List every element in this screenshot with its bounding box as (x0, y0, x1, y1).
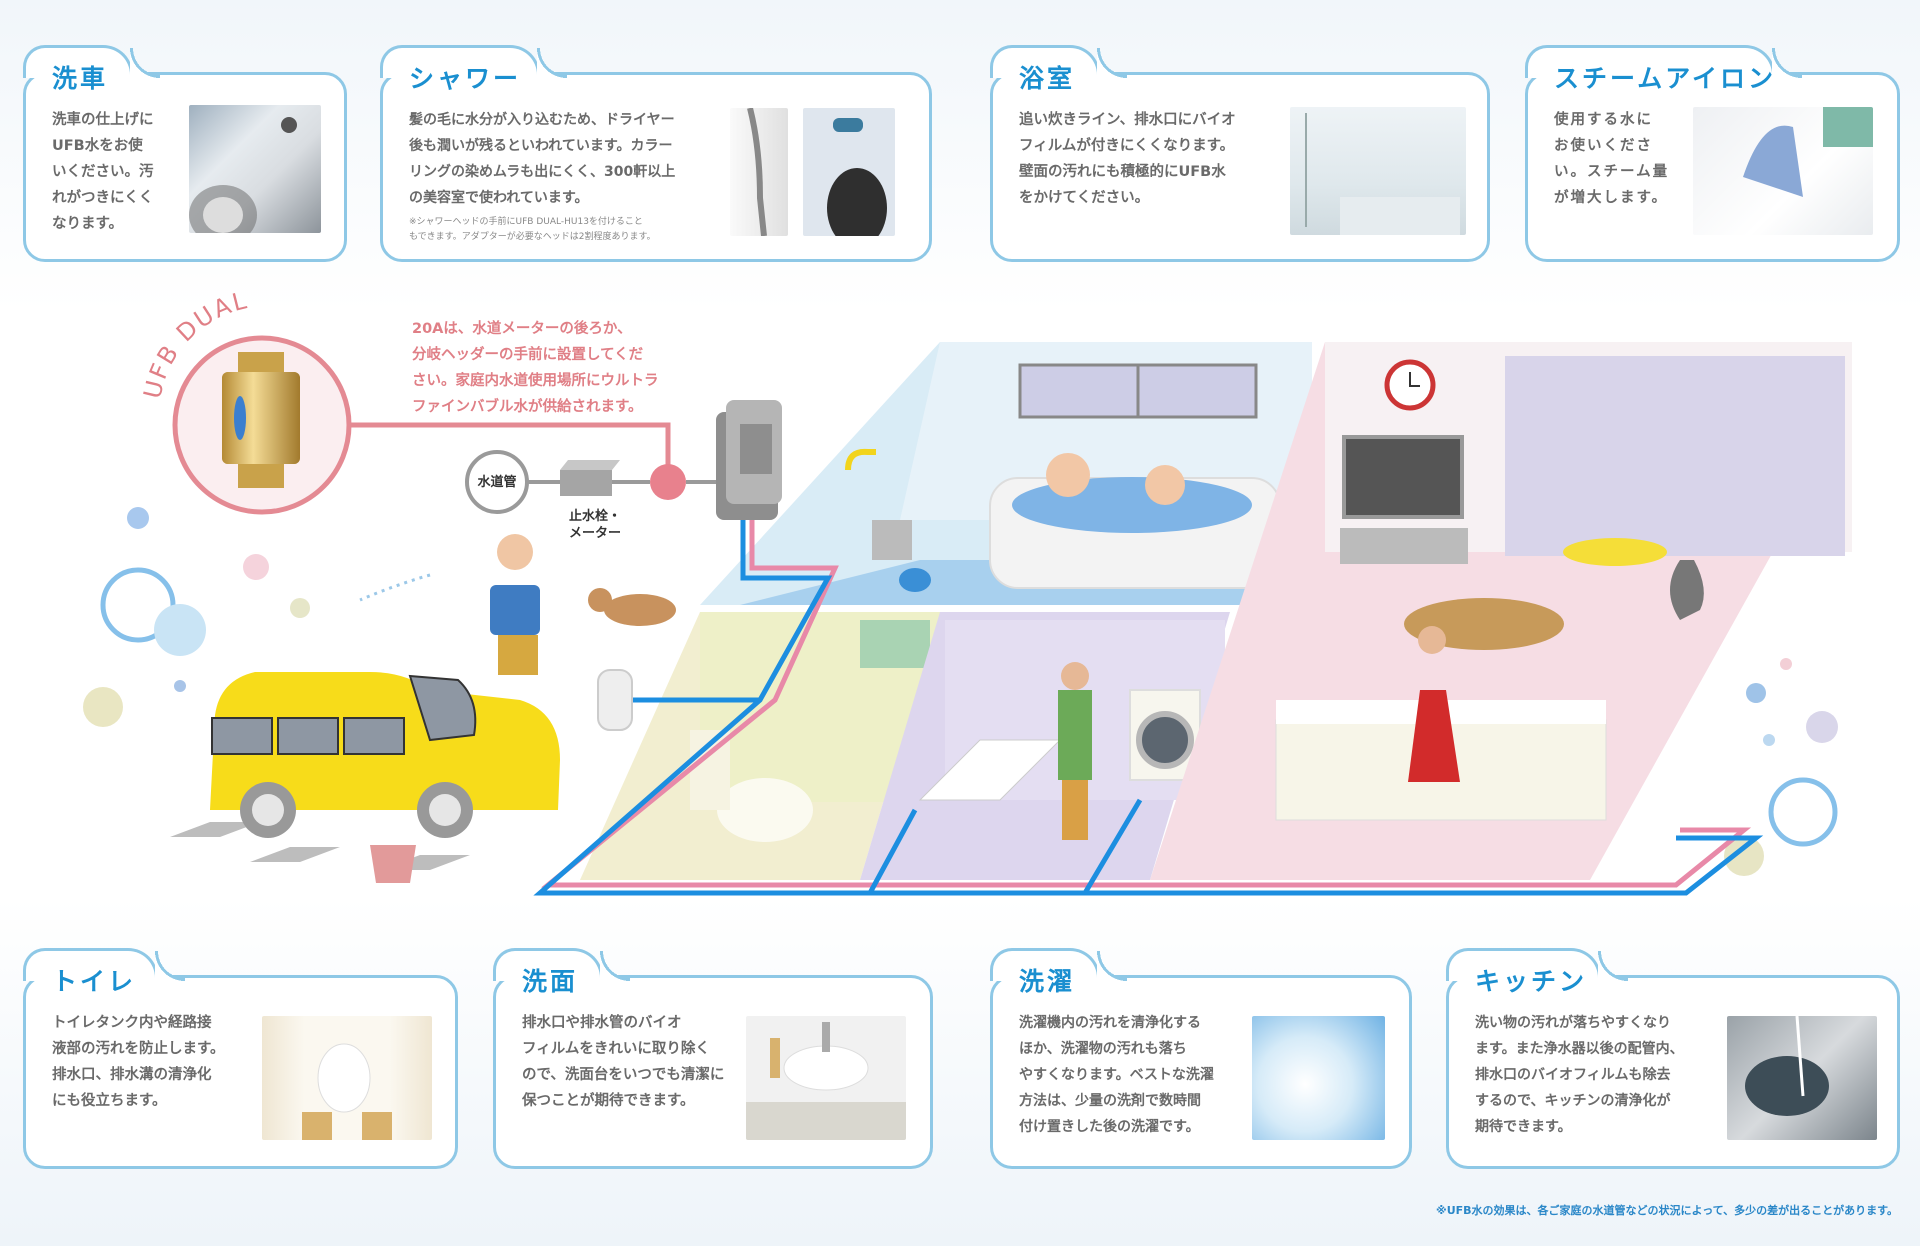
laundry-photo (1252, 1016, 1385, 1140)
card-title: キッチン (1475, 967, 1588, 996)
shower-hair-photo (803, 108, 895, 236)
card-toilet: トイレ トイレタンク内や経路接 液部の汚れを防止します。 排水口、排水溝の清浄化… (23, 948, 458, 1169)
car-wash-scene (170, 534, 676, 883)
card-bathroom: 浴室 追い炊きライン、排水口にバイオ フィルムが付きにくくなります。 壁面の汚れ… (990, 45, 1490, 262)
bathroom-floor (700, 342, 1312, 605)
card-title: トイレ (52, 967, 137, 996)
shower-hose-photo (730, 108, 788, 236)
card-description: 排水口や排水管のバイオ フィルムをきれいに取り除く ので、洗面台をいつでも清潔に… (522, 1015, 725, 1109)
card-title: 洗濯 (1019, 967, 1076, 996)
card-description: 追い炊きライン、排水口にバイオ フィルムが付きにくくなります。 壁面の汚れにも積… (1019, 112, 1236, 206)
card-title: 洗車 (52, 64, 109, 93)
water-pipe-label: 水道管 (477, 475, 517, 490)
toilet-photo (262, 1016, 432, 1140)
pipe-lines (533, 520, 1764, 896)
card-laundry: 洗濯 洗濯機内の汚れを清浄化する ほか、洗濯物の汚れも落ち やすくなります。ベス… (990, 948, 1412, 1169)
card-steam-iron: スチームアイロン 使用する水に お使いくださ い。スチーム量 が増大します。 (1525, 45, 1900, 262)
card-description: 髪の毛に水分が入り込むため、ドライヤー 後も潤いが残るといわれています。カラー … (409, 112, 676, 206)
card-tab (493, 948, 630, 981)
car-wash-photo (189, 105, 321, 233)
product-description: 20Aは、水道メーターの後ろか、 分岐ヘッダーの手前に設置してくだ さい。家庭内… (412, 321, 659, 415)
card-car-wash: 洗車 洗車の仕上げに UFB水をお使 いください。汚 れがつきにくく なります。 (23, 45, 347, 262)
living-kitchen (1150, 342, 1852, 880)
card-description: 洗車の仕上げに UFB水をお使 いください。汚 れがつきにくく なります。 (52, 112, 154, 232)
stop-valve-meter-label: 止水栓・ メーター (568, 509, 621, 541)
card-title: 浴室 (1019, 64, 1076, 93)
card-tab (23, 45, 160, 78)
card-tab (1446, 948, 1628, 981)
product-name: UFB DUAL (140, 290, 249, 400)
card-shower: シャワー 髪の毛に水分が入り込むため、ドライヤー 後も潤いが残るといわれています… (380, 45, 932, 262)
card-tab (990, 948, 1127, 981)
card-tab (380, 45, 567, 78)
card-title: 洗面 (522, 967, 579, 996)
card-tab (990, 45, 1127, 78)
card-description: 洗濯機内の汚れを清浄化する ほか、洗濯物の汚れも落ち やすくなります。ベストな洗… (1019, 1015, 1214, 1135)
water-heater (716, 400, 782, 520)
decorative-bubbles (83, 507, 1838, 876)
card-description: 洗い物の汚れが落ちやすくなり ます。また浄水器以後の配管内、 排水口のバイオフィ… (1475, 1015, 1684, 1135)
card-note: ※シャワーヘッドの手前にUFB DUAL-HU13を付けること もできます。アダ… (409, 217, 656, 242)
washbasin-photo (746, 1016, 906, 1140)
card-washbasin: 洗面 排水口や排水管のバイオ フィルムをきれいに取り除く ので、洗面台をいつでも… (493, 948, 933, 1169)
card-title: シャワー (409, 64, 522, 93)
iron-photo (1693, 107, 1873, 235)
svg-text:UFB DUAL: UFB DUAL (140, 290, 251, 400)
card-tab (1525, 45, 1802, 78)
toilet-room (580, 612, 940, 880)
card-description: トイレタンク内や経路接 液部の汚れを防止します。 排水口、排水溝の清浄化 にも役… (52, 1015, 225, 1109)
disclaimer-footnote: ※UFB水の効果は、各ご家庭の水道管などの状況によって、多少の差が出ることがあり… (1436, 1204, 1898, 1217)
washroom (860, 612, 1230, 880)
card-kitchen: キッチン 洗い物の汚れが落ちやすくなり ます。また浄水器以後の配管内、 排水口の… (1446, 948, 1900, 1169)
bathroom-photo (1290, 107, 1466, 235)
kitchen-photo (1727, 1016, 1877, 1140)
card-tab (23, 948, 185, 981)
card-description: 使用する水に お使いくださ い。スチーム量 が増大します。 (1554, 112, 1670, 206)
product-name-arc: UFB DUAL (140, 290, 251, 400)
card-title: スチームアイロン (1554, 64, 1777, 93)
